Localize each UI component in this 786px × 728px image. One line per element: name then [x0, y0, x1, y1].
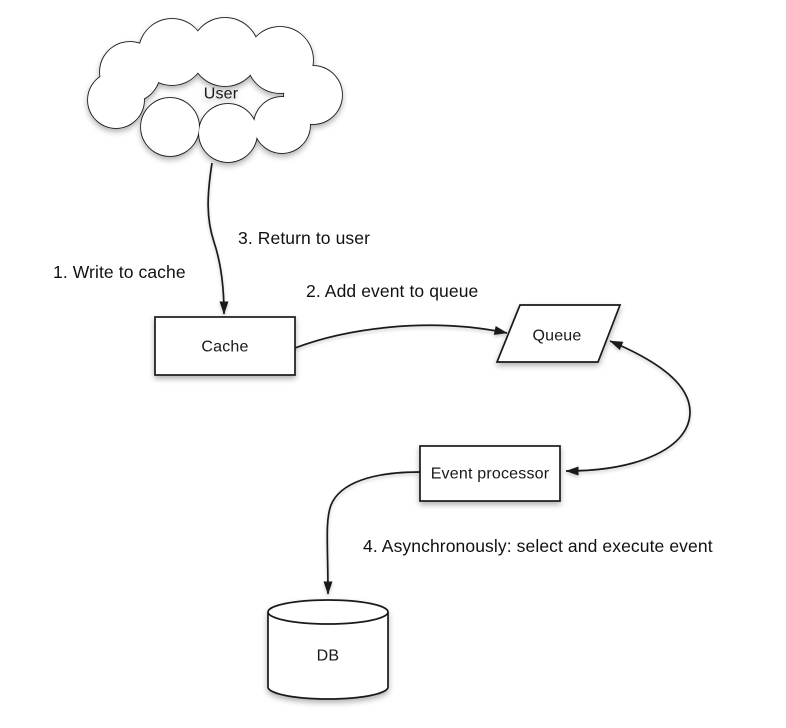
step-labels: 1. Write to cache 3. Return to user 2. A…: [53, 228, 713, 556]
step3-label: 3. Return to user: [238, 228, 370, 248]
event-processor-box: [419, 445, 561, 502]
event-processor-node: Event processor: [419, 445, 561, 502]
event-processor-node-label: Event processor: [431, 466, 550, 483]
cache-box: [154, 316, 296, 376]
queue-parallelogram: [495, 304, 622, 363]
edge-cache-to-queue: [294, 324, 508, 349]
cache-node: Cache: [154, 316, 296, 376]
db-cylinder-top: [267, 599, 389, 625]
queue-node: Queue: [495, 304, 622, 363]
db-node: DB: [267, 599, 389, 700]
db-node-label: DB: [317, 648, 340, 665]
user-cloud-node: User: [87, 17, 343, 163]
step2-label: 2. Add event to queue: [306, 281, 478, 301]
queue-node-label: Queue: [532, 328, 581, 345]
cache-node-label: Cache: [201, 339, 248, 356]
edge-user-to-cache: [207, 162, 229, 315]
edge-queue-event-processor: [565, 340, 691, 476]
step4-label: 4. Asynchronously: select and execute ev…: [363, 536, 713, 556]
cloud-shape-fill: [88, 18, 342, 162]
edge-event-processor-to-db: [323, 471, 421, 595]
user-node-label: User: [204, 86, 239, 103]
step1-label: 1. Write to cache: [53, 262, 186, 282]
db-cylinder-body: [267, 612, 389, 700]
diagram-edges: [207, 162, 691, 595]
